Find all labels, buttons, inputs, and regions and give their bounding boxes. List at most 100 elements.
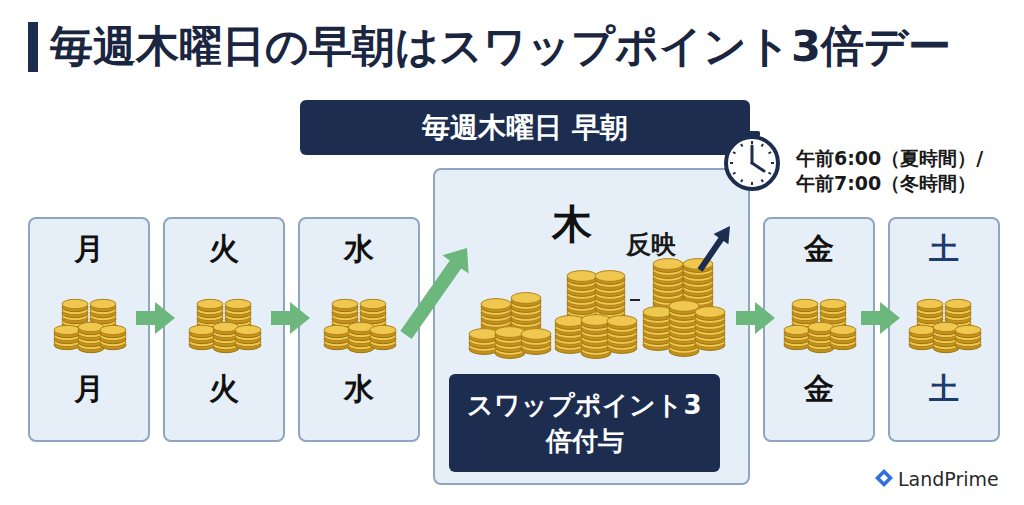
coin xyxy=(643,307,673,318)
coin xyxy=(808,325,834,334)
coin xyxy=(695,307,725,318)
clock-tick xyxy=(751,141,753,144)
coin xyxy=(607,316,637,327)
arrow-shape xyxy=(736,302,775,334)
flow-arrow xyxy=(861,302,900,334)
coin xyxy=(567,298,597,309)
coin xyxy=(54,334,80,343)
coin xyxy=(511,311,541,322)
coin xyxy=(511,314,541,325)
day-box: 月月 xyxy=(28,217,150,442)
coin xyxy=(213,337,239,346)
coin xyxy=(595,307,625,318)
coin xyxy=(225,299,251,308)
coin xyxy=(820,317,846,326)
coin xyxy=(607,337,637,348)
coin xyxy=(683,292,713,303)
coin xyxy=(581,315,611,326)
coin xyxy=(643,331,673,342)
coin xyxy=(792,299,818,308)
coin xyxy=(521,329,551,340)
coin xyxy=(495,345,525,356)
coin-stack xyxy=(54,325,80,349)
coin xyxy=(567,280,597,291)
coin xyxy=(495,333,525,344)
coin xyxy=(567,313,597,324)
coin xyxy=(555,331,585,342)
bonus-box: スワップポイント3 倍付与 xyxy=(449,374,720,472)
coin xyxy=(784,337,810,346)
coin-stack xyxy=(792,299,818,329)
coin xyxy=(235,334,261,343)
coin xyxy=(933,331,959,340)
arrow-shape xyxy=(400,248,468,339)
coin xyxy=(348,325,374,334)
coin xyxy=(360,317,386,326)
coin xyxy=(495,336,525,347)
coin xyxy=(909,337,935,346)
coin xyxy=(607,331,637,342)
coin xyxy=(909,328,935,337)
clock-tick xyxy=(768,173,771,175)
coin xyxy=(567,307,597,318)
coin xyxy=(653,271,683,282)
coin xyxy=(909,340,935,349)
flow-arrow xyxy=(271,302,310,334)
coin xyxy=(808,334,834,343)
coin xyxy=(595,274,625,285)
coin xyxy=(521,332,551,343)
coin xyxy=(567,292,597,303)
coin xyxy=(955,337,981,346)
coin xyxy=(945,311,971,320)
coin xyxy=(348,331,374,340)
coin xyxy=(370,331,396,340)
coin-stack xyxy=(78,322,104,352)
coin xyxy=(332,314,358,323)
coin xyxy=(683,295,713,306)
coin xyxy=(683,307,713,318)
coin xyxy=(370,337,396,346)
coin xyxy=(225,314,251,323)
coin xyxy=(909,325,935,334)
coin xyxy=(332,299,358,308)
coin xyxy=(669,340,699,351)
coin xyxy=(669,313,699,324)
coin-stack xyxy=(955,325,981,349)
coin xyxy=(933,337,959,346)
coin xyxy=(78,325,104,334)
coin xyxy=(595,298,625,309)
coin xyxy=(945,320,971,329)
coin-stack xyxy=(197,299,223,329)
coin xyxy=(348,337,374,346)
coin xyxy=(481,314,511,325)
clock-tick xyxy=(741,144,743,147)
coin xyxy=(90,305,116,314)
coin xyxy=(917,311,943,320)
coin-stack xyxy=(235,325,261,349)
coin xyxy=(607,334,637,345)
clock-tick xyxy=(762,144,764,147)
coin xyxy=(792,302,818,311)
coin xyxy=(595,292,625,303)
coin xyxy=(90,317,116,326)
coin xyxy=(933,328,959,337)
coin xyxy=(78,340,104,349)
coin xyxy=(324,340,350,349)
coin xyxy=(784,325,810,334)
coin xyxy=(595,283,625,294)
coin xyxy=(653,268,683,279)
coin xyxy=(581,345,611,356)
coin xyxy=(653,295,683,306)
coin xyxy=(511,323,541,334)
coin-stack xyxy=(581,315,611,359)
coin-stack xyxy=(643,307,673,351)
coin xyxy=(521,335,551,346)
node-text: 水 xyxy=(300,229,418,269)
coin xyxy=(100,337,126,346)
coin xyxy=(567,316,597,327)
coin xyxy=(830,337,856,346)
coin xyxy=(197,314,223,323)
coin xyxy=(555,319,585,330)
clock-tick xyxy=(768,152,771,154)
